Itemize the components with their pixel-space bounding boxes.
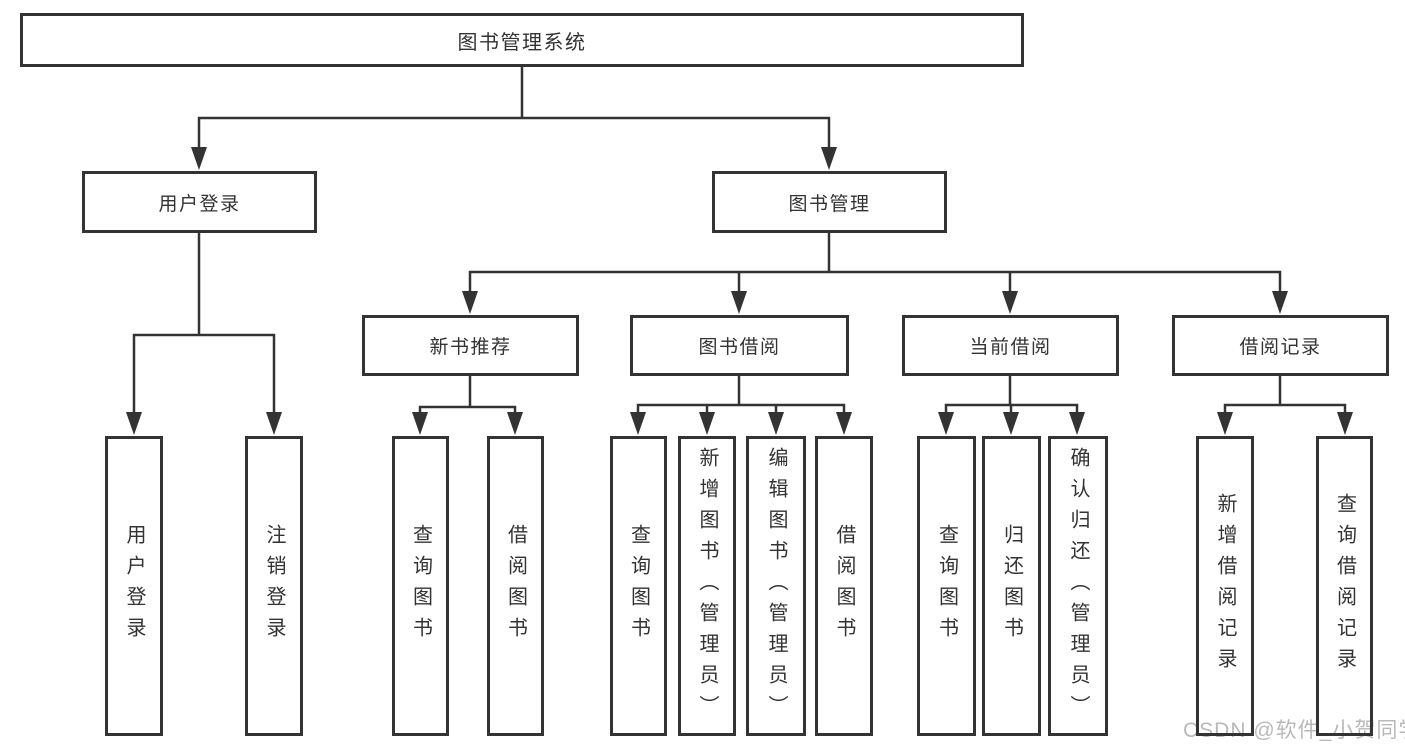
- leaf-user-login-label: 用户登录: [123, 524, 145, 648]
- leaf-confirm-return-admin-label: 确认归还（管理员）: [1067, 446, 1089, 726]
- leaf-edit-book-admin: 编辑图书（管理员）: [746, 436, 806, 736]
- node-current-borrow-label: 当前借阅: [969, 337, 1052, 358]
- node-book-management-label: 图书管理: [788, 193, 871, 215]
- leaf-logout-label: 注销登录: [263, 524, 285, 648]
- node-current-borrow: 当前借阅: [902, 315, 1119, 376]
- node-book-management: 图书管理: [712, 171, 947, 233]
- node-user-login-label: 用户登录: [158, 193, 241, 215]
- leaf-edit-book-admin-label: 编辑图书（管理员）: [765, 446, 787, 726]
- leaf-confirm-return-admin: 确认归还（管理员）: [1048, 436, 1108, 736]
- leaf-query-books-current: 查询图书: [917, 436, 976, 736]
- leaf-return-books-label: 归还图书: [1000, 524, 1023, 648]
- leaf-add-book-admin: 新增图书（管理员）: [678, 436, 736, 736]
- leaf-add-borrow-record: 新增借阅记录: [1196, 436, 1254, 736]
- leaf-logout: 注销登录: [245, 436, 303, 736]
- leaf-return-books: 归还图书: [982, 436, 1041, 736]
- node-book-borrow-label: 图书借阅: [698, 337, 781, 358]
- node-borrow-records: 借阅记录: [1172, 315, 1389, 376]
- leaf-add-book-admin-label: 新增图书（管理员）: [696, 446, 718, 726]
- node-new-book-recommend-label: 新书推荐: [429, 337, 512, 358]
- leaf-query-borrow-record-label: 查询借阅记录: [1333, 493, 1356, 679]
- leaf-query-books-borrow-label: 查询图书: [627, 524, 650, 648]
- leaf-add-borrow-record-label: 新增借阅记录: [1214, 493, 1236, 679]
- leaf-borrow-books-recommend: 借阅图书: [487, 436, 544, 736]
- leaf-borrow-books-2: 借阅图书: [815, 436, 873, 736]
- leaf-query-borrow-record: 查询借阅记录: [1316, 436, 1373, 736]
- leaf-query-books-current-label: 查询图书: [935, 524, 958, 648]
- root-label: 图书管理系统: [457, 31, 587, 54]
- csdn-watermark: CSDN @软件_小贺同学: [1183, 719, 1405, 742]
- leaf-borrow-books-recommend-label: 借阅图书: [504, 524, 527, 648]
- leaf-query-books-recommend-label: 查询图书: [409, 524, 432, 648]
- leaf-query-books-recommend: 查询图书: [392, 436, 449, 736]
- node-new-book-recommend: 新书推荐: [362, 315, 579, 376]
- node-book-borrow: 图书借阅: [630, 315, 849, 376]
- leaf-user-login: 用户登录: [105, 436, 163, 736]
- leaf-query-books-borrow: 查询图书: [610, 436, 667, 736]
- root-box-library-management-system: 图书管理系统: [20, 13, 1024, 67]
- leaf-borrow-books-2-label: 借阅图书: [833, 524, 855, 648]
- node-user-login: 用户登录: [82, 171, 317, 233]
- node-borrow-records-label: 借阅记录: [1239, 337, 1322, 358]
